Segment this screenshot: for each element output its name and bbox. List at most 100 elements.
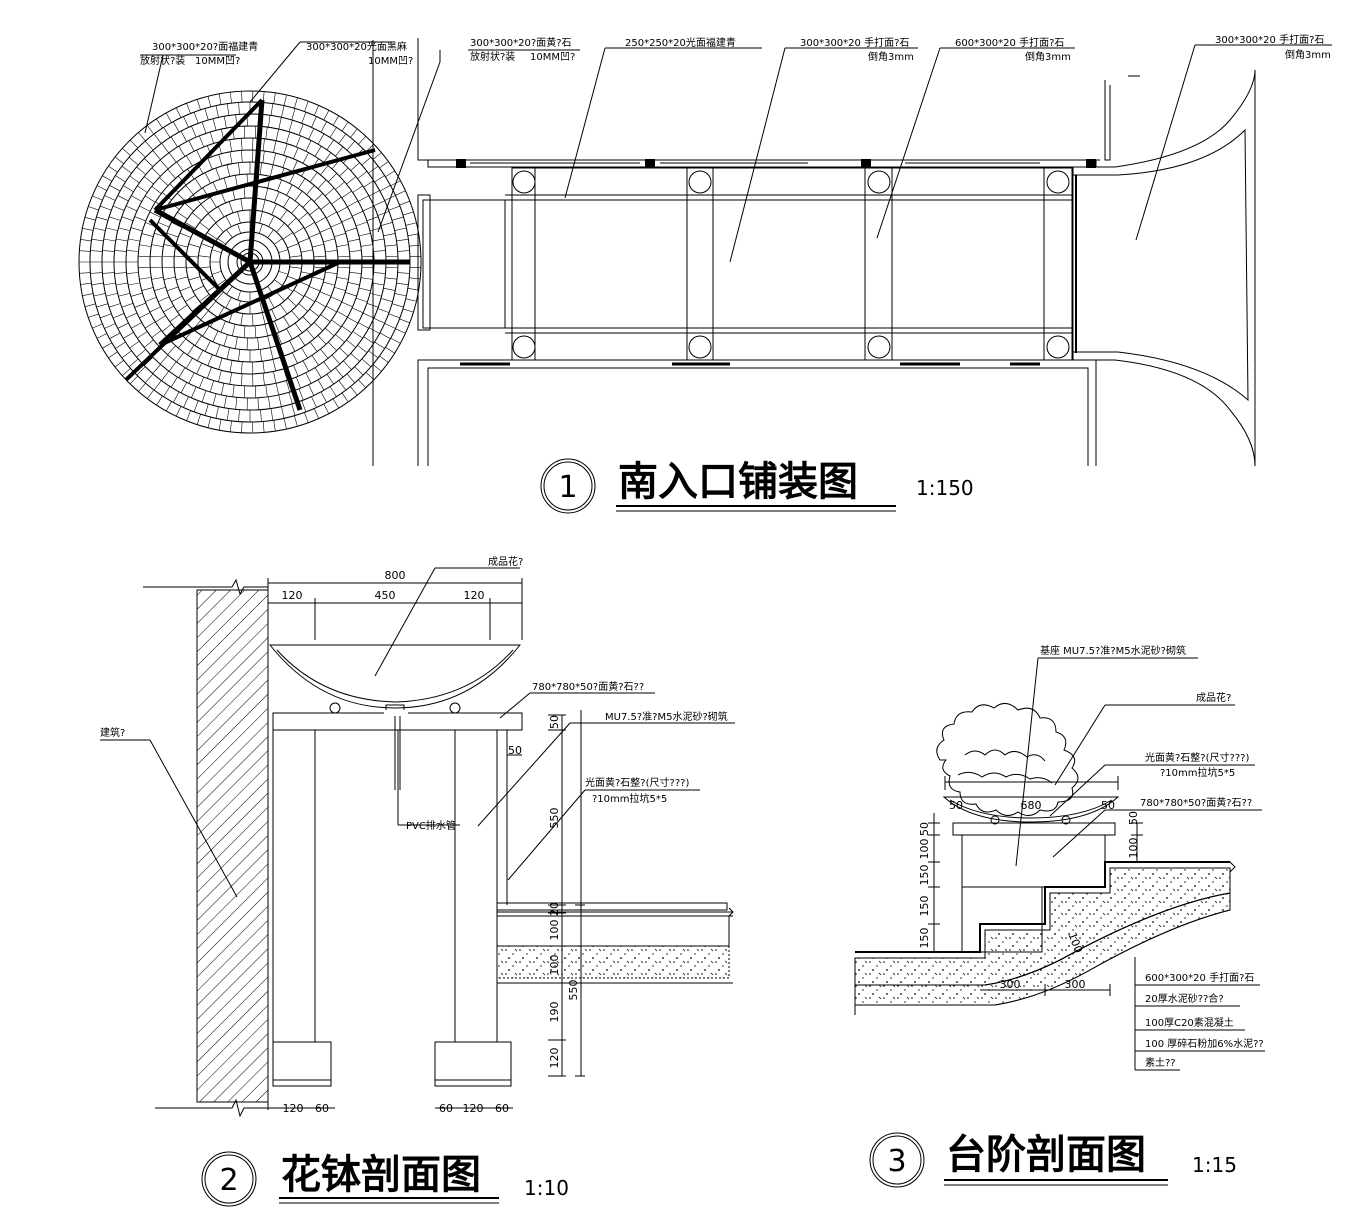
paving-joint (320, 165, 329, 176)
paving-joint (175, 406, 182, 417)
paving-joint (211, 270, 222, 275)
paving-joint (163, 276, 176, 280)
paving-joint (313, 193, 323, 202)
paving-joint (145, 296, 157, 302)
paving-joint (309, 341, 318, 352)
paving-joint (118, 227, 131, 232)
paving-joint (391, 216, 404, 221)
paving-joint (272, 359, 277, 372)
paving-joint (294, 190, 303, 201)
paving-joint (180, 382, 187, 394)
paving-joint (306, 185, 315, 195)
paving-joint (259, 300, 263, 313)
paving-joint (129, 375, 139, 385)
paving-joint (334, 233, 346, 238)
paving-joint (358, 379, 367, 389)
paving-joint (399, 318, 410, 324)
paving-joint (335, 146, 344, 157)
paving-joint (270, 408, 274, 421)
paving-joint (336, 276, 349, 280)
paving-joint (390, 337, 401, 344)
paving-joint (402, 211, 414, 216)
paving-joint (229, 139, 232, 152)
paving-joint (352, 307, 364, 314)
paving-joint (218, 419, 222, 431)
paving-joint (335, 367, 344, 378)
pot-title: 花钵剖面图 (281, 1152, 481, 1198)
paving-joint (277, 179, 282, 192)
paving-joint (173, 391, 180, 403)
paving-joint (186, 103, 191, 114)
paving-joint (320, 391, 327, 403)
paving-joint (151, 330, 162, 338)
paving-joint (346, 339, 357, 348)
paving-joint (226, 408, 230, 421)
paving-joint (313, 255, 326, 258)
paving-joint (93, 227, 106, 231)
plan-label: 倒角3mm (1025, 51, 1071, 63)
paving-joint (162, 255, 175, 258)
paving-joint (274, 321, 280, 333)
paving-joint (326, 139, 334, 151)
paving-joint (304, 295, 315, 302)
paving-joint (229, 420, 232, 432)
paving-joint (123, 332, 134, 339)
paving-joint (305, 140, 312, 152)
paving-joint (347, 238, 360, 242)
paving-joint (82, 227, 94, 231)
paving-joint (283, 316, 290, 327)
step-label: 光面黄?石整?(尺寸???) (1145, 751, 1249, 764)
paving-joint (192, 303, 202, 312)
dim-text: 190 (548, 1002, 561, 1023)
paving-joint (225, 215, 232, 227)
plan-label: 倒角3mm (1285, 49, 1331, 61)
paving-joint (80, 239, 92, 242)
paving-joint (372, 152, 382, 160)
paving-joint (179, 232, 191, 238)
paving-joint (352, 331, 363, 339)
paving-joint (281, 105, 285, 118)
paving-joint (345, 292, 357, 297)
paving-joint (306, 329, 315, 339)
paving-joint (192, 212, 202, 221)
paving-joint (368, 327, 380, 334)
paving-joint (118, 292, 131, 297)
paving-joint (339, 347, 349, 357)
paving-joint (388, 205, 401, 211)
paving-joint (278, 117, 282, 130)
paving-joint (151, 186, 162, 194)
paving-joint (346, 176, 357, 185)
paving-joint (177, 304, 188, 313)
paving-joint (217, 206, 225, 218)
paving-joint (84, 303, 96, 308)
dim-text: 60 (315, 1102, 329, 1115)
step-layers (854, 861, 1236, 1015)
paving-joint (115, 282, 128, 286)
dim-text: 100 (548, 920, 561, 941)
paving-joint (273, 92, 276, 104)
paving-joint (240, 373, 243, 386)
paving-joint (380, 298, 393, 302)
paving-joint (202, 325, 210, 337)
dim-text: 300 (1065, 978, 1086, 991)
paving-joint (134, 216, 146, 222)
paving-joint (336, 206, 348, 214)
paving-joint (291, 204, 300, 214)
step-label: 100 厚碎石粉加6%水泥?? (1145, 1037, 1264, 1050)
paving-joint (275, 383, 279, 396)
paving-joint (347, 282, 360, 286)
paving-joint (105, 293, 118, 297)
paving-joint (289, 340, 296, 352)
paving-joint (196, 99, 201, 110)
paving-joint (123, 185, 134, 192)
paving-joint (156, 395, 163, 406)
paving-joint (235, 397, 238, 410)
paving-joint (117, 322, 129, 329)
paving-joint (131, 322, 142, 329)
paving-joint (152, 150, 161, 160)
paving-joint (92, 323, 103, 329)
paving-joint (319, 291, 332, 297)
paving-joint (141, 233, 154, 237)
paving-joint (178, 338, 187, 349)
paving-joint (169, 314, 180, 322)
